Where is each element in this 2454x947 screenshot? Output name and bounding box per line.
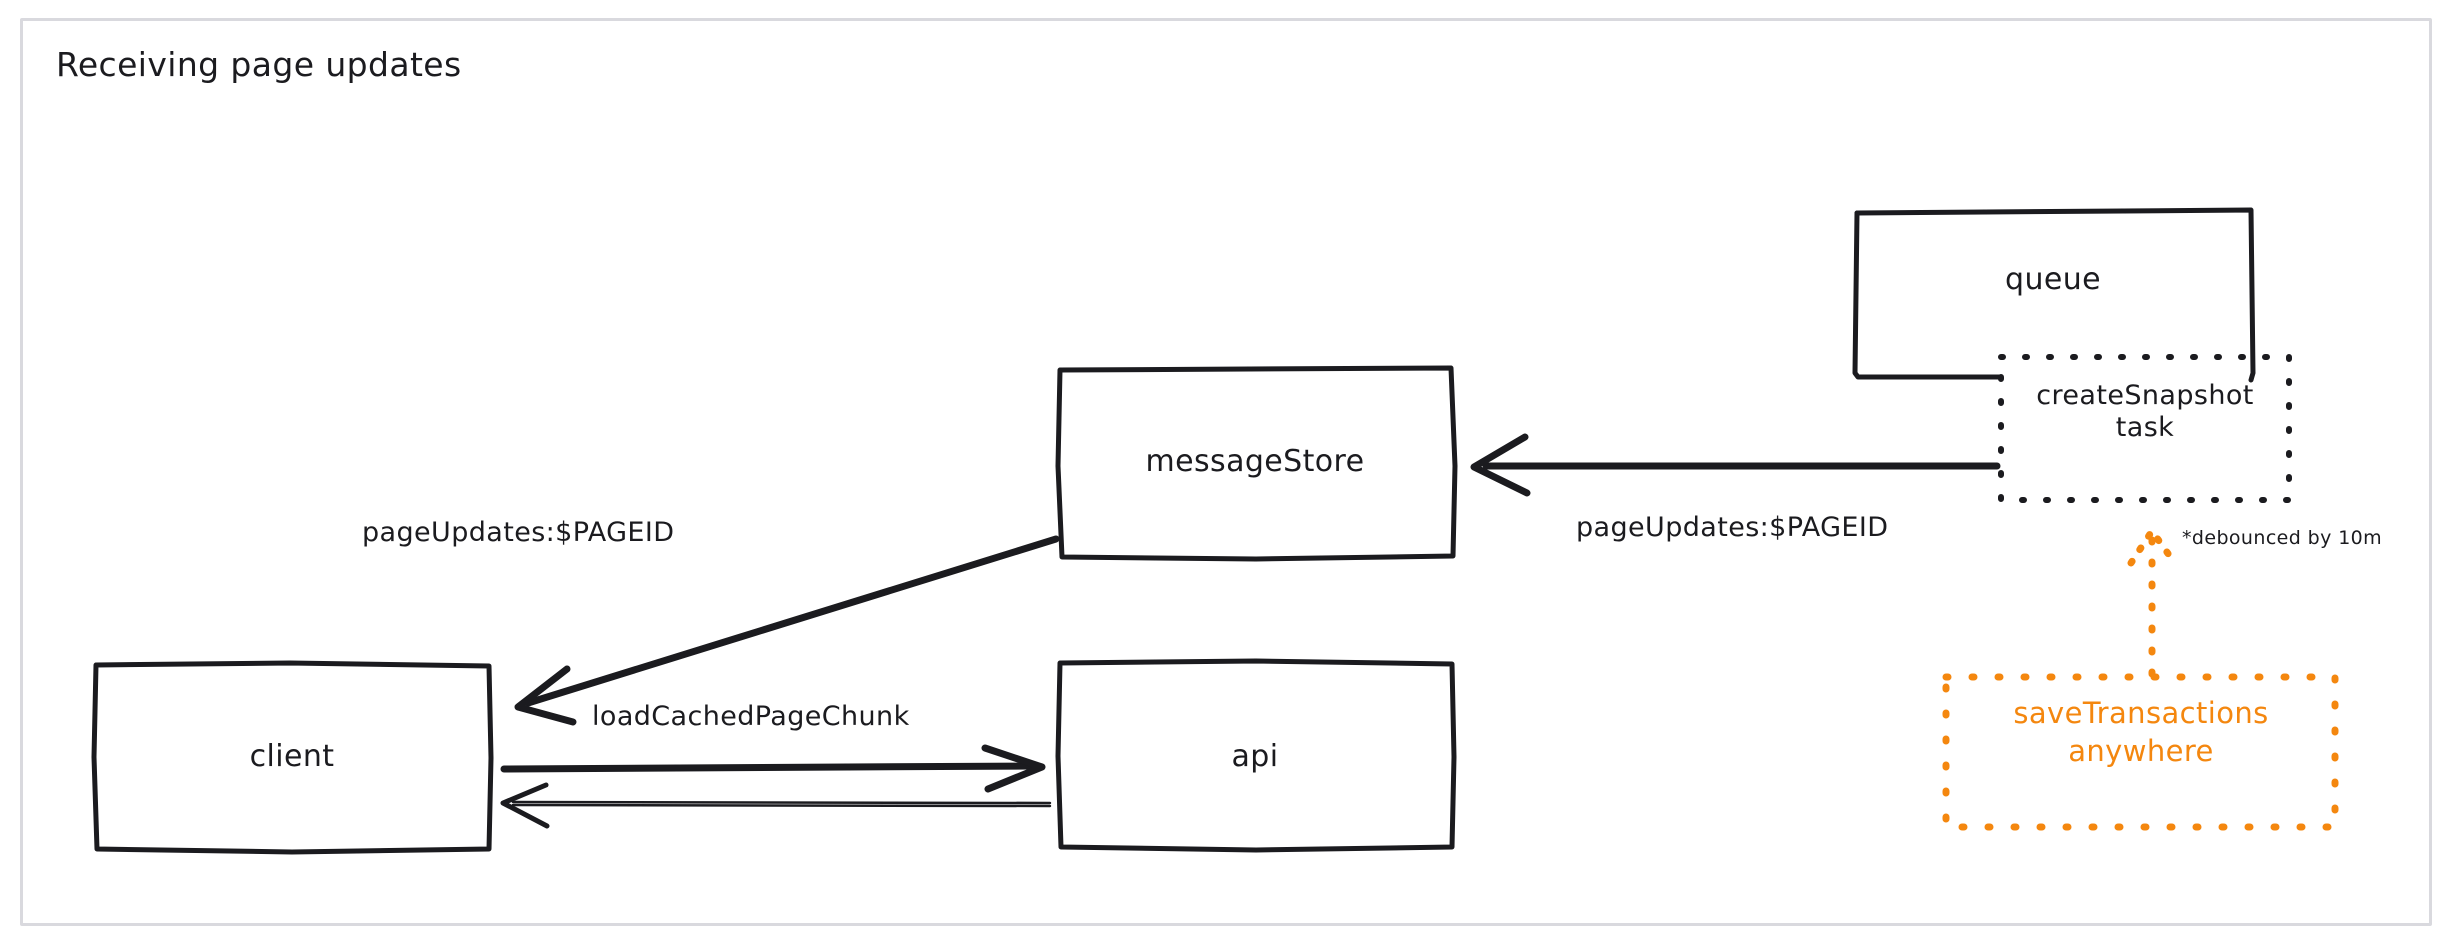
node-label-createsnapshot-task: createSnapshot task [2036, 380, 2254, 443]
edge-messagestore-to-client [514, 535, 1060, 726]
edge-label-createsnapshot-to-messagestore: pageUpdates:$PAGEID [1576, 512, 1889, 543]
edge-label-client-to-api: loadCachedPageChunk [592, 701, 910, 732]
edge-label-messagestore-to-client: pageUpdates:$PAGEID [362, 517, 675, 548]
edge-api-to-client [500, 782, 1052, 829]
node-label-savetransactions-anywhere: saveTransactions anywhere [2013, 696, 2269, 769]
edge-savetransactions-to-createsnapshot [2127, 527, 2178, 678]
edge-createsnapshot-to-messagestore [1470, 433, 2001, 497]
edge-client-to-api [500, 744, 1046, 793]
node-box-messagestore [1055, 365, 1458, 562]
node-label-queue: queue [2005, 262, 2101, 297]
node-box-queue [1852, 207, 2256, 383]
diagram-frame [20, 18, 2432, 926]
node-box-savetransactions [1942, 673, 2339, 831]
node-box-client [91, 660, 494, 855]
page-title: Receiving page updates [56, 45, 462, 84]
annotation-debounce-note: *debounced by 10m [2182, 527, 2383, 549]
node-label-api: api [1231, 739, 1279, 774]
node-label-messagestore: messageStore [1145, 444, 1365, 479]
node-box-api [1055, 658, 1457, 853]
node-box-createsnapshot [1998, 354, 2292, 503]
node-label-client: client [249, 739, 335, 774]
